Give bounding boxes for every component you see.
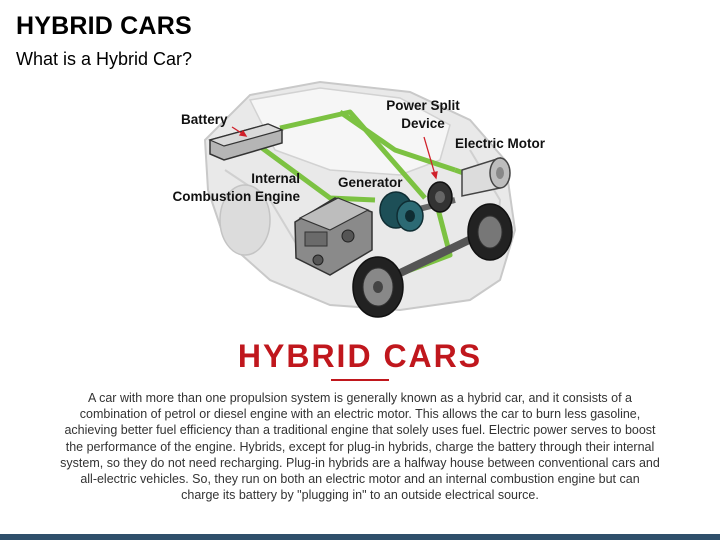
engine-component xyxy=(294,197,373,276)
battery-label: Battery xyxy=(181,112,228,127)
footer-bar xyxy=(0,534,720,540)
electric-motor-label: Electric Motor xyxy=(455,136,546,151)
electric-motor-component xyxy=(461,156,511,197)
generator-component xyxy=(379,191,424,232)
hybrid-car-diagram: Battery Power Split Device Electric Moto… xyxy=(173,80,546,318)
rear-wheel xyxy=(352,256,404,318)
heading-underline xyxy=(331,379,389,381)
engine-label-line1: Internal xyxy=(251,171,300,186)
description-paragraph: A car with more than one propulsion syst… xyxy=(60,391,660,503)
slide-subtitle: What is a Hybrid Car? xyxy=(16,49,193,69)
slide-title: HYBRID CARS xyxy=(16,12,192,40)
front-wheel xyxy=(467,203,513,261)
section-heading: HYBRID CARS xyxy=(237,338,483,374)
power-split-label-line1: Power Split xyxy=(386,98,460,113)
indicator-arrows xyxy=(231,126,438,180)
power-split-device-component xyxy=(427,181,453,213)
engine-label-line2: Combustion Engine xyxy=(173,189,301,204)
power-split-label-line2: Device xyxy=(401,116,445,131)
generator-label: Generator xyxy=(338,175,403,190)
